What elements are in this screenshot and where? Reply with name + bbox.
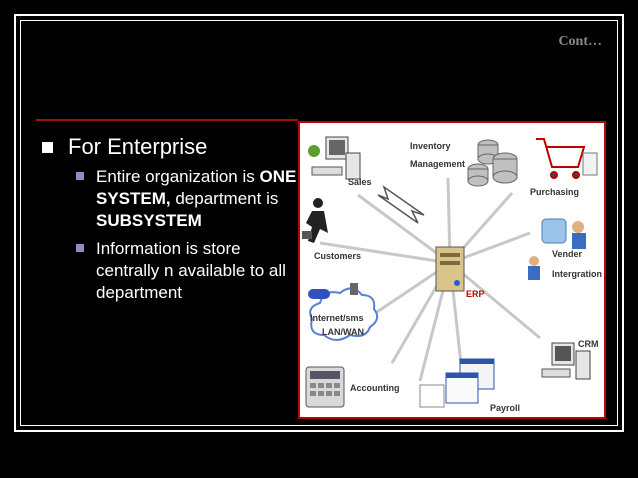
label-inventory: Inventory [410, 141, 451, 151]
label-accounting: Accounting [350, 383, 400, 393]
sub-bullet-1: Entire organization is ONE SYSTEM, depar… [40, 166, 302, 232]
label-lan-wan: LAN/WAN [322, 327, 364, 337]
emphasis-subsystem: SUBSYSTEM [96, 211, 202, 230]
label-payroll: Payroll [490, 403, 521, 413]
bullet-heading: For Enterprise [40, 134, 302, 160]
emphasis-one-system: ONE SYSTEM, [96, 167, 297, 208]
server-icon [435, 246, 465, 292]
calculator-icon-accounting [305, 366, 345, 408]
title-divider [36, 119, 298, 121]
cloud-icon-internet [308, 283, 379, 341]
corner-label: Cont… [558, 34, 602, 49]
document-icon-payroll [419, 358, 495, 408]
label-crm: CRM [578, 339, 599, 349]
sub-bullet-2: Information is store centrally n availab… [40, 238, 302, 304]
connection-lines [319, 177, 541, 382]
computer-icon-crm [541, 342, 591, 380]
handshake-icon-vender [528, 218, 586, 280]
label-intergration: Intergration [552, 269, 603, 279]
label-erp: ERP [466, 289, 485, 299]
computer-icon-sales [308, 136, 361, 180]
label-sales: Sales [348, 177, 372, 187]
erp-diagram: Inventory Management Sales Purchasing Cu… [298, 121, 606, 419]
database-icon-inventory [467, 139, 518, 187]
label-purchasing: Purchasing [530, 187, 580, 197]
bullet-list: For Enterprise Entire organization is ON… [40, 134, 302, 310]
label-vender: Vender [552, 249, 583, 259]
person-icon-customers [302, 198, 328, 243]
label-management: Management [410, 159, 466, 169]
arrow-icon [377, 185, 425, 224]
slide-frame-outer [14, 14, 624, 432]
label-internet-sms: Internet/sms [310, 313, 364, 323]
label-customers: Customers [314, 251, 362, 261]
cart-icon-purchasing [536, 138, 598, 179]
slide-frame-inner [20, 20, 618, 426]
erp-diagram-graphics [302, 136, 598, 408]
